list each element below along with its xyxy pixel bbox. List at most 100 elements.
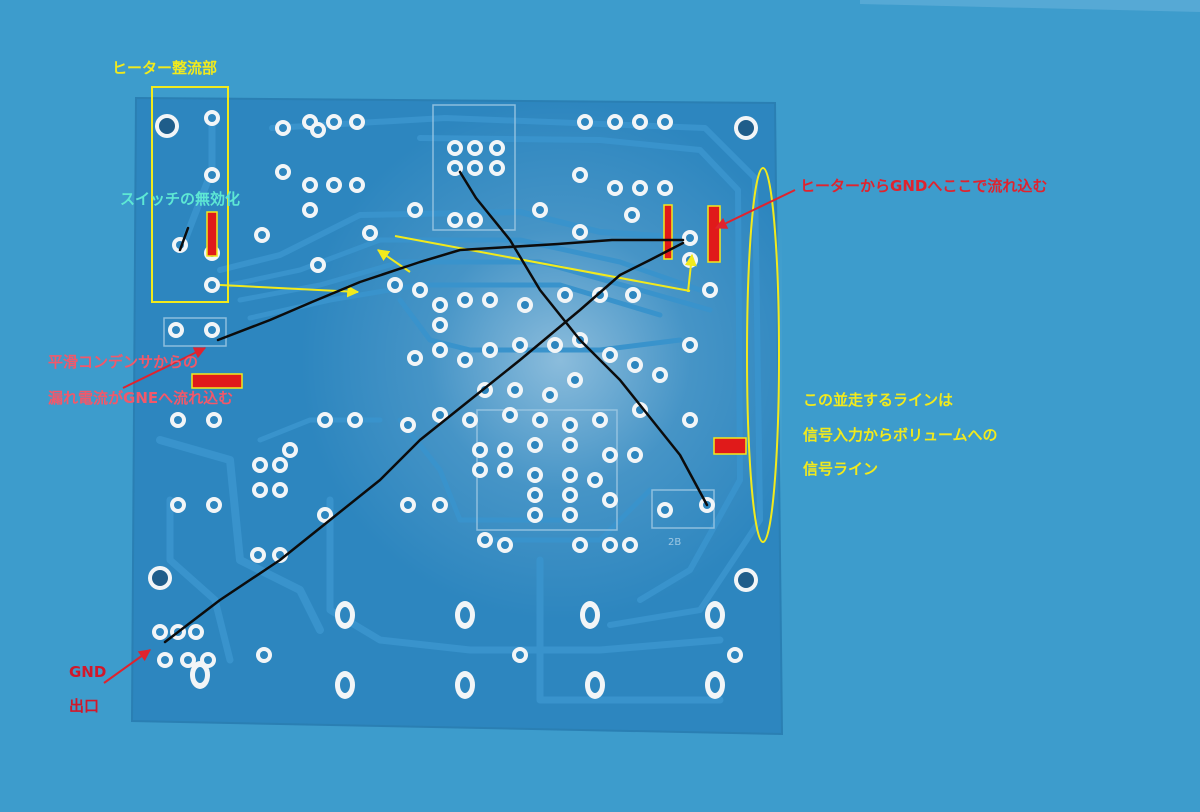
solder-pad-hole — [546, 391, 554, 399]
solder-pad-hole — [628, 211, 636, 219]
solder-pad-hole — [404, 421, 412, 429]
solder-pad-hole — [493, 164, 501, 172]
solder-pad-hole — [210, 416, 218, 424]
silkscreen-ref: 2B — [668, 537, 681, 548]
solder-pad-hole — [416, 286, 424, 294]
solder-pad-hole — [629, 291, 637, 299]
solder-pad-hole — [531, 511, 539, 519]
solder-pad-hole — [461, 296, 469, 304]
solder-pad-hole — [306, 118, 314, 126]
solder-pad-hole — [314, 261, 322, 269]
label-parallel-line2: 信号入力からボリュームへの — [803, 426, 998, 444]
light-reflection — [136, 98, 782, 734]
solder-pad-hole — [184, 656, 192, 664]
arrow-up-right — [684, 253, 697, 293]
solder-pad-hole — [436, 346, 444, 354]
solder-pad-hole — [611, 184, 619, 192]
solder-pad-hole — [551, 341, 559, 349]
solder-pad-hole — [330, 181, 338, 189]
solder-pad-hole — [581, 118, 589, 126]
solder-pad-hole — [731, 651, 739, 659]
solder-pad-hole — [686, 256, 694, 264]
solder-pad-hole — [591, 476, 599, 484]
mat-edge-highlight — [860, 0, 1200, 12]
solder-pad-hole — [566, 471, 574, 479]
solder-slot-hole — [590, 677, 600, 693]
solder-pad-hole — [279, 168, 287, 176]
label-gnd-exit: 出口 — [69, 697, 100, 715]
solder-pad-hole — [351, 416, 359, 424]
solder-pad-hole — [471, 164, 479, 172]
solder-pad-hole — [314, 126, 322, 134]
label-heater-rectifier: ヒーター整流部 — [112, 59, 218, 77]
solder-pad-hole — [481, 536, 489, 544]
solder-pad-hole — [661, 184, 669, 192]
label-heater-to-gnd: ヒーターからGNDへここで流れ込む — [800, 177, 1048, 195]
solder-slot-hole — [460, 677, 470, 693]
solder-pad-hole — [208, 171, 216, 179]
solder-pad-hole — [156, 628, 164, 636]
solder-pad-hole — [516, 651, 524, 659]
solder-slot-hole — [340, 677, 350, 693]
solder-pad-hole — [631, 451, 639, 459]
solder-pad-hole — [636, 118, 644, 126]
solder-pad-hole — [511, 386, 519, 394]
solder-pad-hole — [411, 354, 419, 362]
solder-pad-hole — [506, 411, 514, 419]
red-markers — [191, 204, 747, 455]
solder-pad-hole — [501, 541, 509, 549]
solder-pad-hole — [566, 511, 574, 519]
signal-line-ellipse — [746, 167, 780, 543]
solder-pad-hole — [636, 184, 644, 192]
solder-pad-hole — [661, 118, 669, 126]
solder-pad-hole — [576, 171, 584, 179]
solder-pad-hole — [501, 446, 509, 454]
solder-pad-hole — [686, 416, 694, 424]
solder-pad-hole — [256, 461, 264, 469]
solder-pad-hole — [276, 461, 284, 469]
solder-pad-hole — [436, 321, 444, 329]
solder-pad-hole — [566, 491, 574, 499]
solder-pad-hole — [656, 371, 664, 379]
solder-pad-hole — [596, 416, 604, 424]
solder-pad-hole — [208, 281, 216, 289]
solder-pad-hole — [404, 501, 412, 509]
solder-slot-hole — [195, 667, 205, 683]
solder-pad-hole — [260, 651, 268, 659]
mounting-holes — [148, 114, 758, 592]
solder-pad-hole — [276, 486, 284, 494]
solder-pad-hole — [208, 326, 216, 334]
solder-pad-hole — [531, 471, 539, 479]
solder-pad-hole — [353, 118, 361, 126]
solder-pad-hole — [306, 181, 314, 189]
solder-pad-hole — [471, 216, 479, 224]
solder-pad-hole — [606, 541, 614, 549]
solder-pad-hole — [493, 144, 501, 152]
solder-pad-hole — [606, 351, 614, 359]
solder-pad-hole — [192, 628, 200, 636]
solder-pad-hole — [706, 286, 714, 294]
ground-wires — [163, 170, 709, 644]
arrow-heater-line — [394, 235, 691, 292]
solder-pad-hole — [501, 466, 509, 474]
solder-pad-hole — [516, 341, 524, 349]
solder-pad-hole — [258, 231, 266, 239]
solder-slot-hole — [460, 607, 470, 623]
yellow-annotations — [151, 86, 780, 543]
solder-pad-hole — [279, 124, 287, 132]
solder-pad-hole — [686, 341, 694, 349]
solder-pad-hole — [436, 301, 444, 309]
solder-pad-hole — [436, 501, 444, 509]
solder-pad-hole — [571, 376, 579, 384]
solder-pad-hole — [330, 118, 338, 126]
solder-pad-hole — [566, 441, 574, 449]
label-leak-line2: 漏れ電流がGNEへ流れ込む — [48, 389, 234, 407]
solder-pad-hole — [486, 346, 494, 354]
solder-pad-hole — [531, 491, 539, 499]
solder-pad-hole — [208, 114, 216, 122]
solder-pad-hole — [466, 416, 474, 424]
solder-pad-hole — [353, 181, 361, 189]
solder-pad-hole — [561, 291, 569, 299]
solder-pad-hole — [256, 486, 264, 494]
